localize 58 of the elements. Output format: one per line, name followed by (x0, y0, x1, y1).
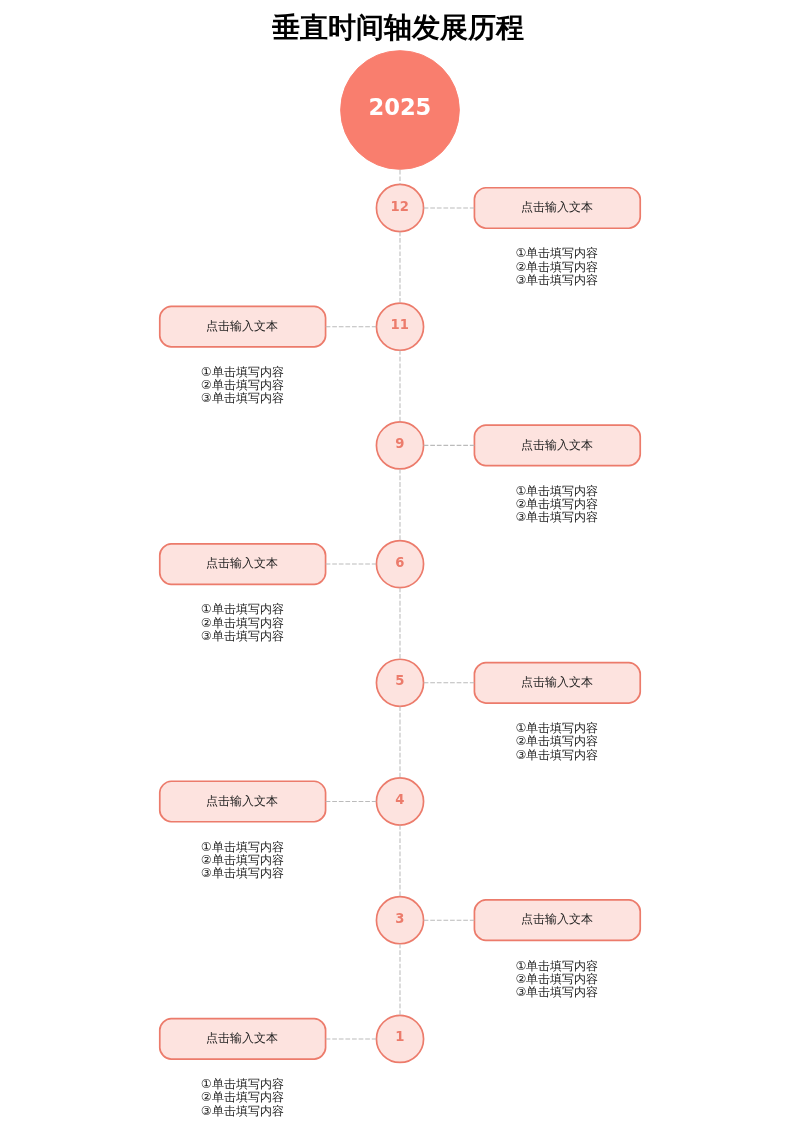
connector (325, 563, 377, 565)
node-label: ②单击填写内容 (515, 734, 599, 749)
node-label: ①单击填写内容 (200, 839, 284, 854)
node-box: 点击输入文本 (473, 186, 642, 230)
node-label: ②单击填写内容 (200, 378, 284, 393)
node-circle: 12 (375, 183, 425, 233)
connector (399, 169, 401, 185)
node-label: ①单击填写内容 (200, 1077, 284, 1092)
node-circle: 6 (375, 539, 425, 589)
node-label: ③单击填写内容 (515, 272, 599, 287)
node-label: ②单击填写内容 (515, 496, 599, 511)
connector (399, 587, 401, 660)
connector (399, 706, 401, 779)
node-circle: 3 (375, 895, 425, 945)
node-label: ②单击填写内容 (515, 971, 599, 986)
connector (423, 919, 475, 921)
node-box: 点击输入文本 (158, 780, 327, 823)
node-label: ①单击填写内容 (515, 246, 599, 261)
node-box: 点击输入文本 (158, 543, 327, 586)
connector (423, 682, 475, 684)
node-circle: 2025 (340, 50, 460, 170)
connector (325, 1038, 377, 1040)
connector (325, 800, 377, 802)
node-circle: 9 (375, 420, 425, 470)
node-circle: 5 (375, 658, 425, 708)
node-label: ③单击填写内容 (200, 628, 284, 643)
node-label: ②单击填写内容 (200, 1090, 284, 1105)
node-box: 点击输入文本 (158, 305, 327, 348)
node-label: ②单击填写内容 (515, 259, 599, 274)
node-label: ①单击填写内容 (515, 483, 599, 498)
node-label: ①单击填写内容 (200, 602, 284, 617)
node-box: 点击输入文本 (473, 661, 642, 704)
node-label: ①单击填写内容 (200, 365, 284, 380)
connector (423, 207, 475, 209)
node-label: ③单击填写内容 (515, 747, 599, 762)
diagram-title: 垂直时间轴发展历程 (272, 11, 525, 45)
node-label: ①单击填写内容 (515, 721, 599, 736)
node-label: ③单击填写内容 (200, 866, 284, 881)
node-box: 点击输入文本 (158, 1017, 327, 1060)
node-circle: 11 (375, 302, 425, 352)
node-label: ①单击填写内容 (515, 958, 599, 973)
node-box: 点击输入文本 (473, 899, 642, 942)
node-label: ③单击填写内容 (200, 391, 284, 406)
connector (325, 326, 377, 328)
node-label: ③单击填写内容 (200, 1103, 284, 1118)
node-label: ②单击填写内容 (200, 615, 284, 630)
node-label: ②单击填写内容 (200, 853, 284, 868)
connector (399, 231, 401, 304)
node-box: 点击输入文本 (473, 424, 642, 467)
node-label: ③单击填写内容 (515, 510, 599, 525)
node-circle: 4 (375, 777, 425, 826)
connector (423, 444, 475, 446)
node-label: ③单击填写内容 (515, 984, 599, 999)
connector (399, 468, 401, 541)
connector (399, 824, 401, 897)
node-circle: 1 (375, 1014, 425, 1064)
connector (399, 349, 401, 423)
connector (399, 943, 401, 1016)
